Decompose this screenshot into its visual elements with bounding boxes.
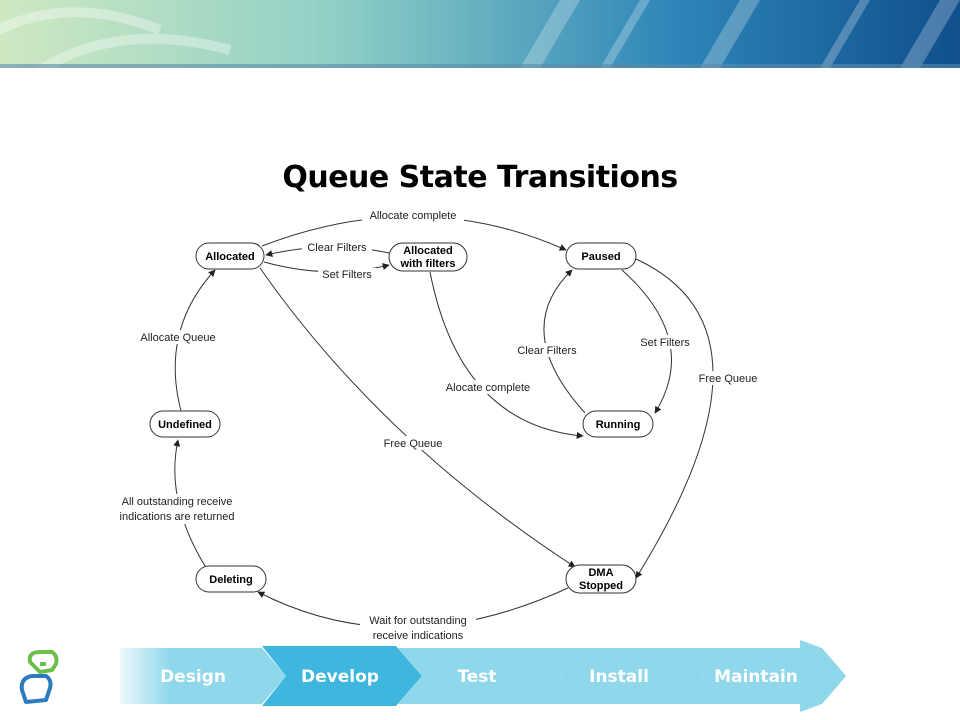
step-test-label: Test [457, 667, 496, 687]
state-dma-stopped [565, 564, 637, 594]
logo-icon [19, 650, 59, 704]
slide-title: Queue State Transitions [282, 160, 678, 195]
state-allocated-filters-label-1: Allocated [403, 245, 453, 257]
step-install[interactable]: Install [540, 648, 704, 704]
step-maintain-label: Maintain [714, 667, 798, 687]
label-returned-line-2: indications are returned [120, 511, 235, 523]
step-develop-label: Develop [301, 667, 379, 687]
state-deleting [195, 565, 267, 593]
label-allocate-complete: Allocate complete [370, 210, 457, 222]
state-paused-label: Paused [581, 251, 620, 263]
header-banner [0, 0, 960, 68]
edge-running-to-paused [543, 269, 586, 414]
state-running-label: Running [596, 419, 641, 431]
state-deleting-label: Deleting [209, 574, 252, 586]
label-wait-line-2: receive indications [373, 630, 464, 642]
state-allocated-label: Allocated [205, 251, 255, 263]
state-undefined-label: Undefined [158, 419, 212, 431]
label-returned-line-1: All outstanding receive [122, 496, 233, 508]
state-running [582, 410, 654, 438]
state-allocated-with-filters [388, 242, 468, 272]
state-dma-label-2: Stopped [579, 580, 623, 592]
step-maintain[interactable]: Maintain [680, 640, 846, 712]
label-alocate-complete: Alocate complete [446, 382, 530, 394]
step-install-label: Install [589, 667, 649, 687]
label-free-queue-right: Free Queue [699, 373, 758, 385]
state-undefined [149, 410, 221, 438]
step-develop[interactable]: Develop [262, 646, 422, 706]
edge-allocated-to-dma [259, 267, 576, 568]
process-bar: Design Develop Test Install Maintain [19, 640, 846, 712]
state-allocated [195, 242, 265, 270]
label-set-filters-right: Set Filters [640, 337, 690, 349]
state-allocated-filters-label-2: with filters [399, 258, 455, 270]
state-dma-label-1: DMA [588, 567, 613, 579]
label-set-filters-top: Set Filters [322, 269, 372, 281]
label-clear-filters-right: Clear Filters [517, 345, 577, 357]
label-free-queue-center: Free Queue [384, 438, 443, 450]
step-design-label: Design [160, 667, 226, 687]
state-paused [565, 242, 637, 270]
label-clear-filters-top: Clear Filters [307, 242, 367, 254]
step-test[interactable]: Test [398, 648, 564, 704]
label-allocate-queue: Allocate Queue [140, 332, 215, 344]
label-wait-line-1: Wait for outstanding [369, 615, 466, 627]
